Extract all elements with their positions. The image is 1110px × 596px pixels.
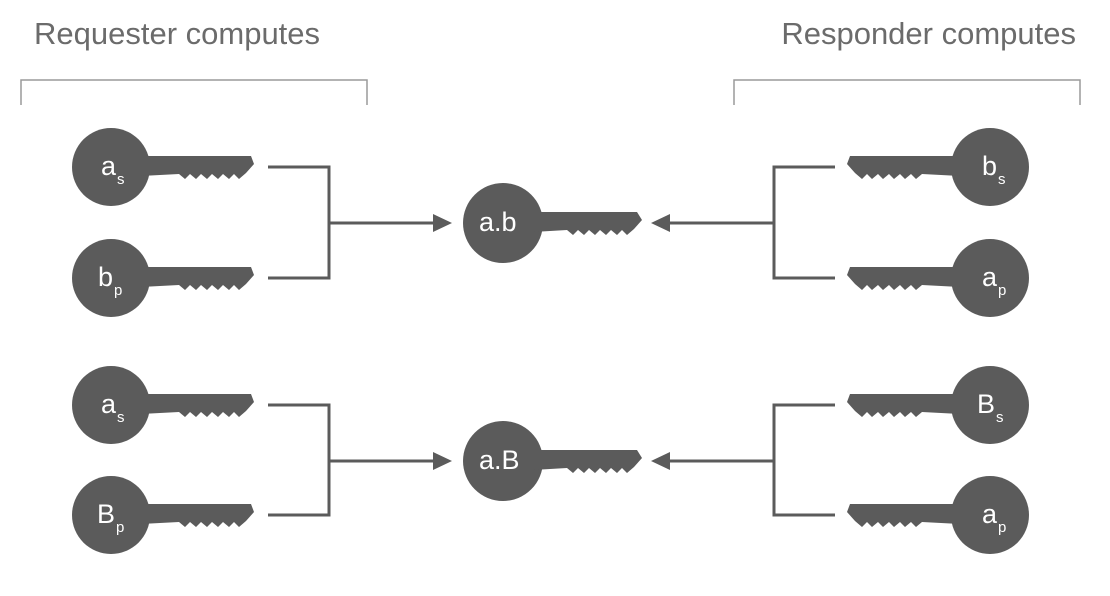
row1-left-arrowhead [433,214,452,232]
key-label-r2-result: a.B [479,445,520,475]
key-label-r2-left-2: Bp [97,499,125,536]
row1-left-connector [268,165,435,280]
key-icon-r1-left-1 [72,128,254,206]
key-icon-r1-right-2 [847,239,1029,317]
row2-left-connector [268,403,435,517]
key-icon-r2-right-1 [847,366,1029,444]
key-label-r1-left-2: bp [98,262,123,299]
key-icon-r2-left-2 [72,476,254,554]
key-label-r1-right-2: ap [982,262,1007,299]
key-icon-r1-left-2 [72,239,254,317]
row2-right-arrowhead [651,452,670,470]
key-label-r1-right-1: bs [982,151,1006,188]
row2-right-connector [668,403,835,517]
key-label-r2-right-1: Bs [977,389,1004,426]
key-label-r2-right-2: ap [982,499,1007,536]
row1-right-connector [668,165,835,280]
row1-right-arrowhead [651,214,670,232]
requester-header: Requester computes [34,16,321,51]
key-label-r1-result: a.b [479,207,517,237]
key-label-r2-left-1: as [101,389,125,426]
key-icon-r1-result [463,183,642,263]
left-bracket [20,79,368,105]
key-icon-r1-right-1 [847,128,1029,206]
key-icon-r2-result [463,421,642,501]
key-label-r1-left-1: as [101,151,125,188]
responder-header: Responder computes [781,16,1076,51]
row2-left-arrowhead [433,452,452,470]
key-icon-r2-right-2 [847,476,1029,554]
right-bracket [733,79,1081,105]
key-icon-r2-left-1 [72,366,254,444]
